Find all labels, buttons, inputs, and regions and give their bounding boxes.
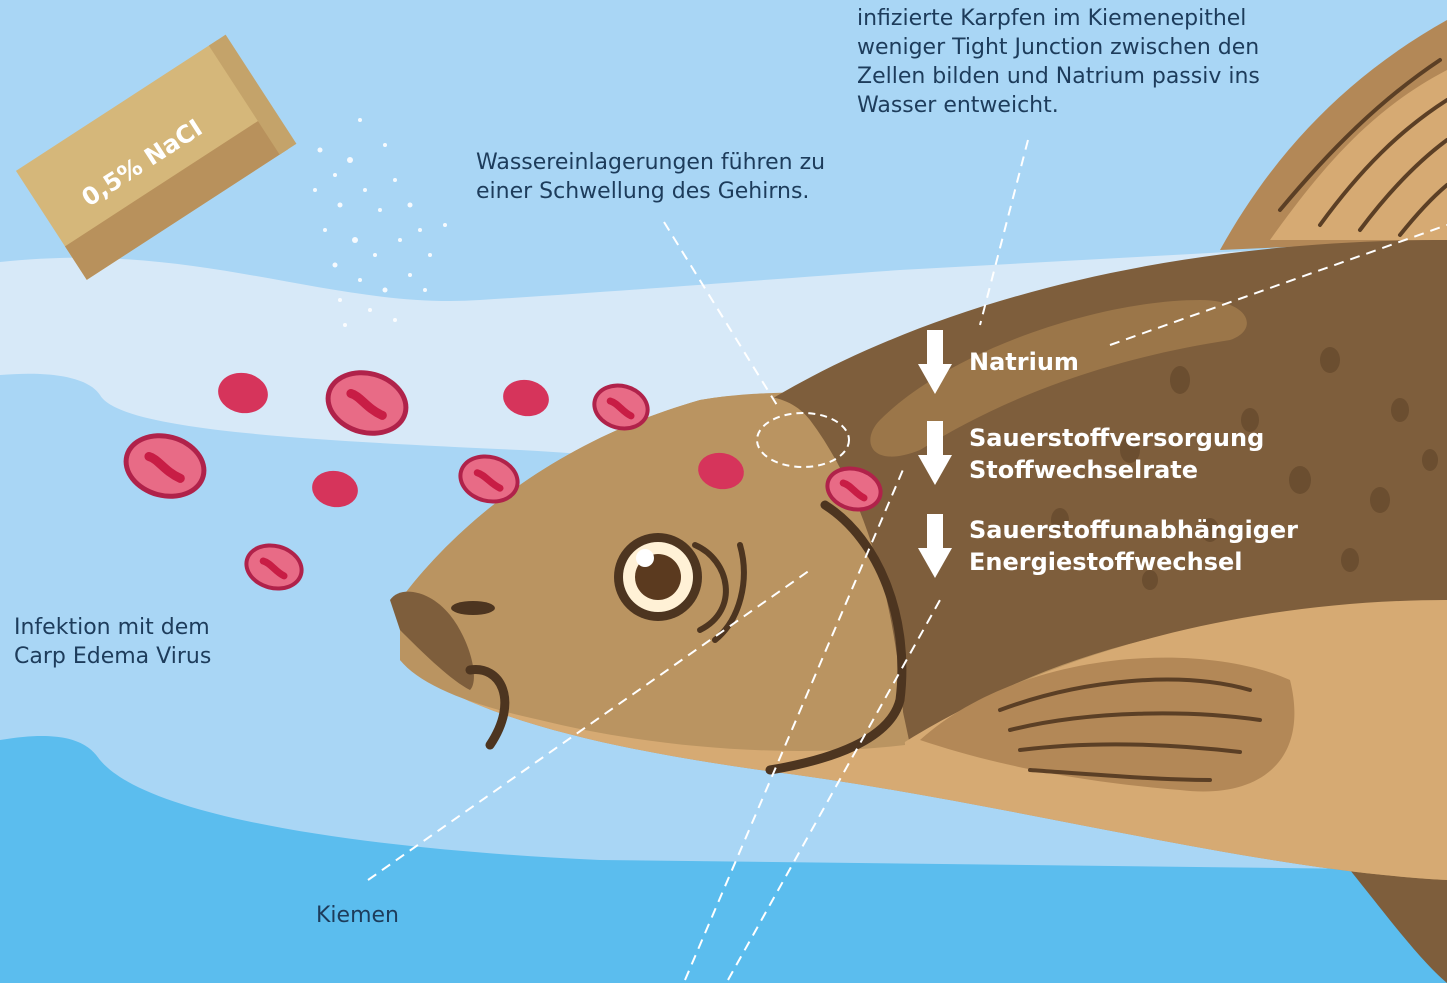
annotation-gill-epithel: infizierte Karpfen im Kiemenepithel weni… [857,4,1260,120]
effect-natrium: Natrium [969,346,1079,378]
annotation-infection: Infektion mit dem Carp Edema Virus [14,613,211,671]
annotation-gills: Kiemen [316,901,399,930]
annotation-brain-swelling: Wassereinlagerungen führen zu einer Schw… [476,148,825,206]
effect-oxygen-metabolism: Sauerstoffversorgung Stoffwechselrate [969,422,1264,486]
nostril [451,601,495,615]
effect-anaerobic-energy: Sauerstoffunabhängiger Energiestoffwechs… [969,514,1298,578]
